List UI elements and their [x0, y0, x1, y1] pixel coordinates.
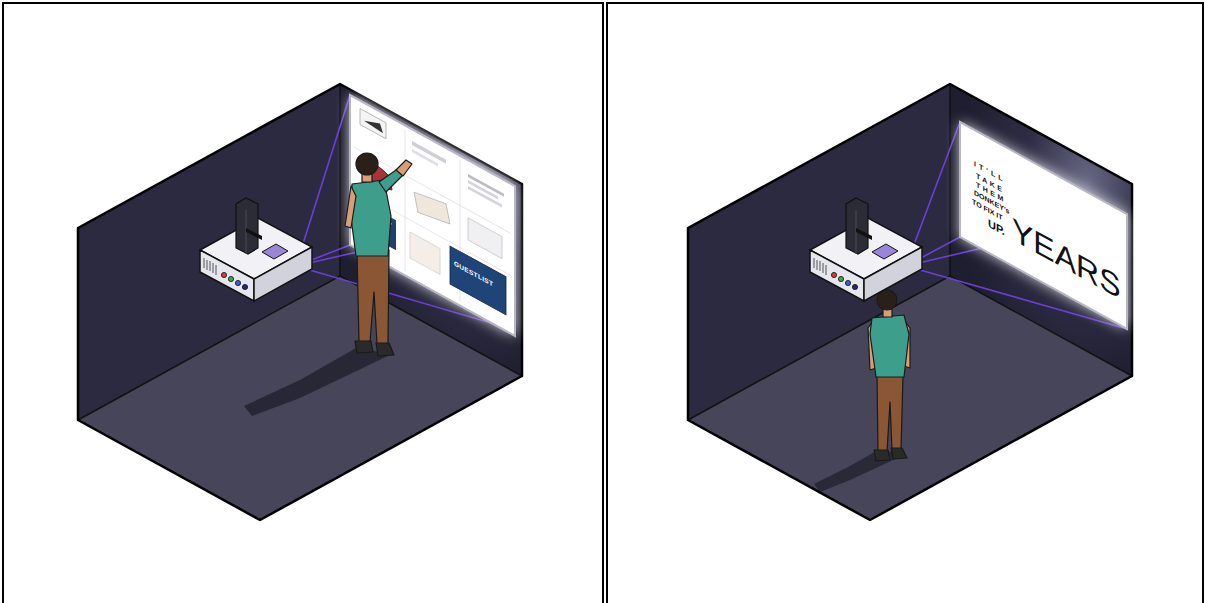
- projector-beams: [906, 122, 1127, 329]
- room: [78, 84, 522, 520]
- person-shadow: [244, 348, 392, 416]
- person: [345, 153, 412, 356]
- card-title: GUESTLIST: [454, 260, 493, 288]
- room: [688, 84, 1132, 520]
- projection-screen: [960, 122, 1127, 329]
- projector: [200, 198, 312, 301]
- panel-frame: [607, 3, 1203, 603]
- person: [868, 290, 910, 461]
- projector: [810, 198, 922, 301]
- panel-frame: [3, 3, 603, 603]
- screen-glow: [960, 122, 1127, 329]
